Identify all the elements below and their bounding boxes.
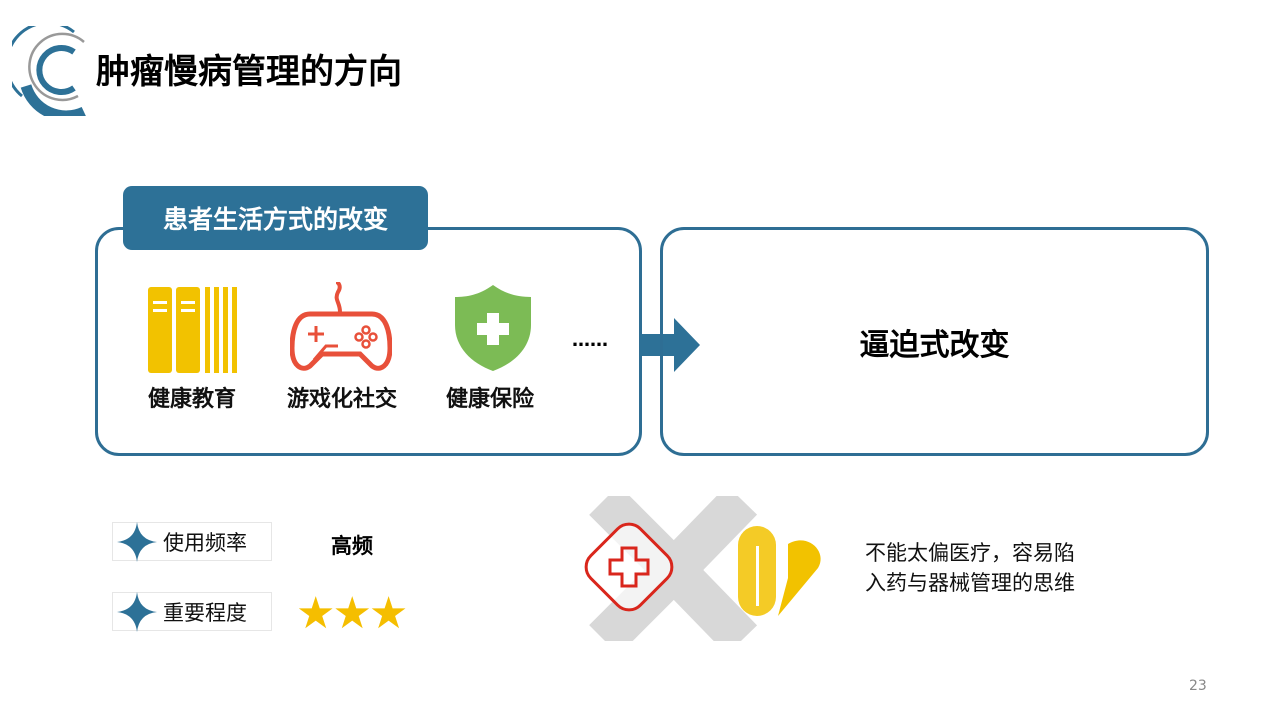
star-icon: ★ — [296, 588, 335, 639]
warning-line: 不能太偏医疗，容易陷 — [865, 541, 1075, 565]
metric-label: 使用频率 — [163, 530, 247, 555]
logo-rings-icon — [12, 26, 86, 116]
metric-importance: 重要程度 — [112, 591, 272, 632]
warning-line: 入药与器械管理的思维 — [865, 571, 1075, 595]
item-label: 健康保险 — [445, 387, 534, 412]
sparkle-icon — [117, 521, 157, 562]
page-title: 肿瘤慢病管理的方向 — [96, 52, 402, 92]
forced-change-label: 逼迫式改变 — [859, 327, 1010, 363]
warning-text: 不能太偏医疗，容易陷 入药与器械管理的思维 — [865, 538, 1075, 598]
gamepad-icon — [290, 282, 392, 371]
importance-stars: ★★★ — [296, 588, 408, 639]
metric-label: 重要程度 — [163, 600, 247, 625]
more-ellipsis: …… — [572, 330, 608, 351]
no-medical-icon — [584, 496, 821, 641]
metric-value: 高频 — [331, 534, 373, 558]
sparkle-icon — [117, 591, 157, 632]
forced-change-panel: 逼迫式改变 — [660, 227, 1209, 456]
arrow-right-icon — [640, 318, 700, 372]
books-icon — [148, 287, 237, 373]
lifestyle-tab: 患者生活方式的改变 — [123, 186, 428, 250]
item-label: 健康教育 — [147, 387, 236, 412]
item-label: 游戏化社交 — [286, 387, 397, 412]
star-icon: ★ — [368, 588, 408, 639]
metric-frequency: 使用频率 — [112, 521, 272, 562]
shield-plus-icon — [455, 285, 531, 371]
page-number: 23 — [1189, 678, 1207, 694]
star-icon: ★ — [332, 588, 371, 639]
